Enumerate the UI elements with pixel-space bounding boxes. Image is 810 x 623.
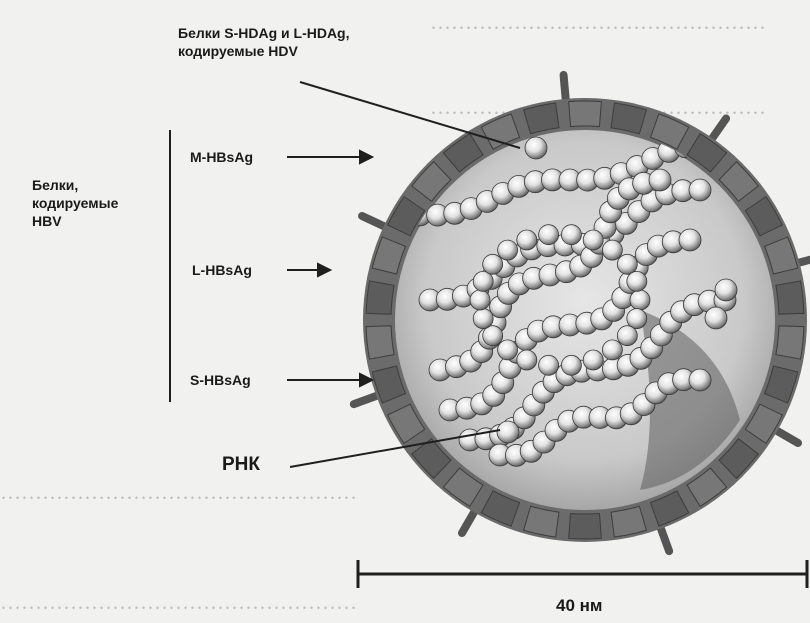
hdag-bead (689, 179, 711, 201)
hbv-group-line1: Белки, (32, 176, 118, 194)
hdv-proteins-line2: кодируемые HDV (178, 42, 350, 60)
hdag-bead (617, 254, 637, 274)
envelope-block (776, 326, 804, 359)
hdag-bead (602, 340, 622, 360)
hdag-bead (517, 230, 537, 250)
hdag-bead (539, 355, 559, 375)
l-hbsag-label: L-HBsAg (192, 261, 252, 279)
hdag-bead (630, 290, 650, 310)
hdag-bead (705, 307, 727, 329)
hdag-bead (473, 309, 493, 329)
envelope-block (569, 101, 602, 127)
hdv-proteins-line1: Белки S-HDAg и L-HDAg, (178, 24, 350, 42)
hdag-bead (539, 225, 559, 245)
l-hbsag-arrowhead (318, 264, 330, 276)
hdv-proteins-label: Белки S-HDAg и L-HDAg, кодируемые HDV (178, 24, 350, 60)
hdag-bead (483, 254, 503, 274)
hdag-bead (561, 355, 581, 375)
hdag-bead (689, 369, 711, 391)
s-hbsag-label: S-HBsAg (190, 371, 251, 389)
m-hbsag-label: M-HBsAg (190, 148, 253, 166)
hdag-bead (497, 421, 519, 443)
hdag-bead (483, 326, 503, 346)
envelope-block (366, 281, 394, 314)
hdag-bead (498, 340, 518, 360)
hdag-bead (473, 271, 493, 291)
hbv-group-line2: кодируемые (32, 194, 118, 212)
hdag-bead (561, 225, 581, 245)
hdag-bead (679, 229, 701, 251)
hdag-bead (602, 240, 622, 260)
hdag-bead (649, 169, 671, 191)
hdag-bead (617, 326, 637, 346)
scale-label: 40 нм (556, 596, 602, 616)
hdag-bead (470, 290, 490, 310)
envelope-block (569, 513, 602, 539)
hdag-bead (498, 240, 518, 260)
envelope-block (776, 281, 804, 314)
hbv-group-line3: HBV (32, 212, 118, 230)
hdag-bead (715, 279, 737, 301)
hdag-bead (517, 350, 537, 370)
hdag-bead (525, 137, 547, 159)
hbv-proteins-label: Белки, кодируемые HBV (32, 176, 118, 230)
m-hbsag-arrowhead (360, 151, 372, 163)
hdv-pointer-line (300, 82, 520, 148)
hdag-bead (627, 271, 647, 291)
hdag-bead (627, 309, 647, 329)
hdag-bead (583, 230, 603, 250)
rna-label: РНК (222, 454, 260, 476)
hdag-bead (583, 350, 603, 370)
envelope-block (366, 326, 394, 359)
